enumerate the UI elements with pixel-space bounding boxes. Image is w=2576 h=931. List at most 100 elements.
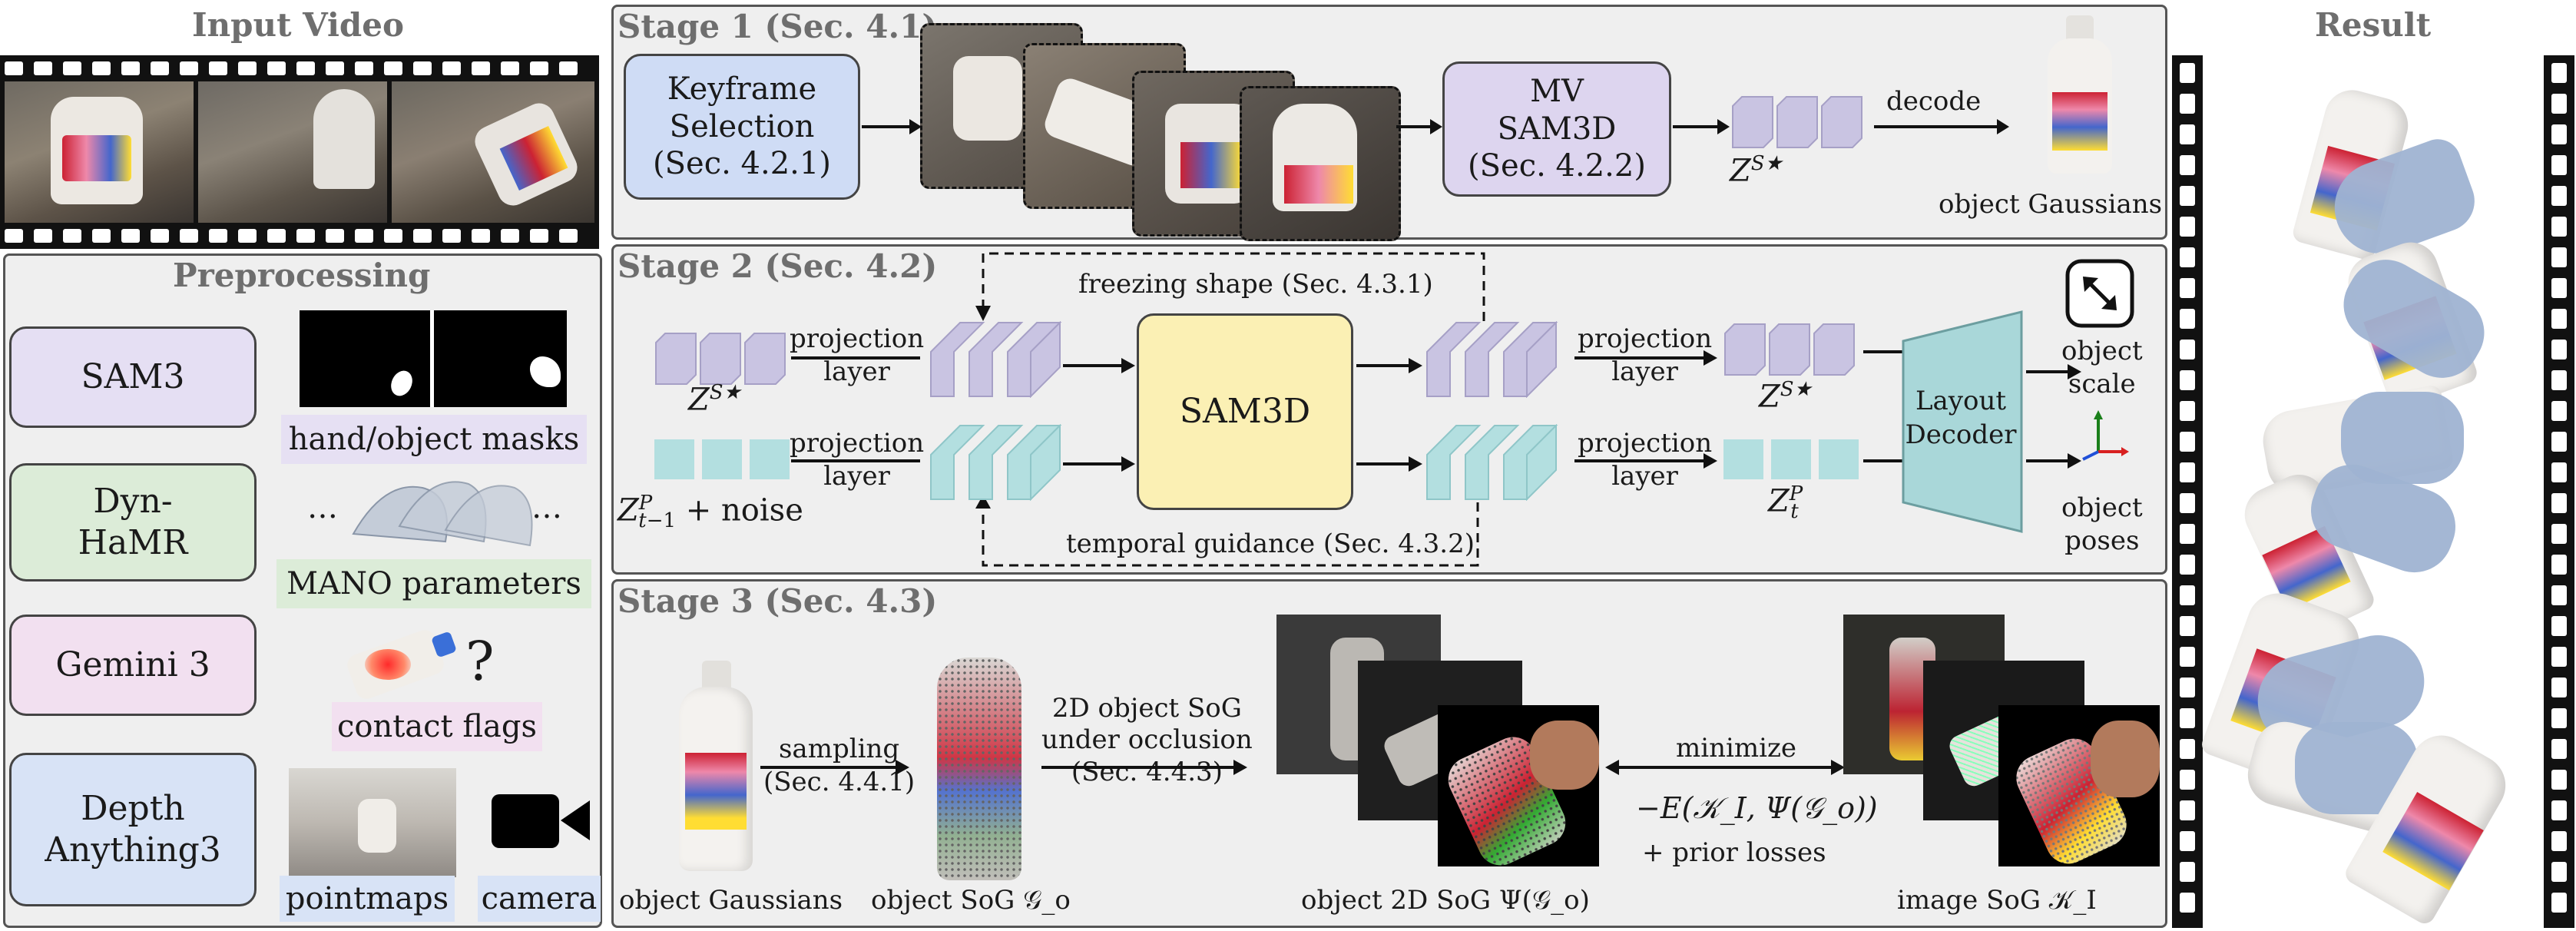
film-sprocket-hole [267,229,286,243]
tool-depth-anything3: Depth Anything3 [9,753,257,906]
film-sprocket-hole [2551,309,2567,329]
video-frame [198,81,387,223]
stage1-bottle-image [2043,15,2117,177]
film-sprocket-hole [296,61,315,75]
film-sprocket-hole [2551,493,2567,513]
film-sprocket-hole [2551,278,2567,298]
film-sprocket-hole [238,229,257,243]
frames-to-mvsam-arrow [1396,119,1442,134]
film-sprocket-hole [501,229,519,243]
minimize-label: minimize [1676,733,1797,764]
film-sprocket-hole [501,61,519,75]
video-frame [392,81,594,223]
film-sprocket-hole [2180,247,2195,267]
film-sprocket-hole [209,229,227,243]
stage3-sog-points-image [937,658,1021,880]
film-sprocket-hole [2180,432,2195,452]
image-sog-images [1843,615,2160,872]
film-sprocket-hole [2551,555,2567,575]
film-sprocket-hole [2551,155,2567,175]
film-sprocket-hole [2551,370,2567,390]
stage2-right-shape-slabs [1426,321,1558,398]
film-sprocket-hole [63,229,81,243]
stage2-pose-latent-input [654,439,793,481]
sam3d-out-arrows [1356,358,1422,472]
film-sprocket-hole [2551,340,2567,359]
projection-layer-bottom-right: projection layer [1578,428,1713,492]
object-2d-sog-label: object 2D SoG Ψ(𝒢_o) [1301,885,1590,916]
pose-axes-icon [2082,410,2129,461]
film-sprocket-hole [2551,401,2567,421]
stage1-shape-latent-tokens [1732,96,1862,148]
stage2-shape-input-label: ZS★ [688,381,741,418]
film-sprocket-hole [180,61,198,75]
mano-dots-left: … [307,490,338,525]
film-sprocket-hole [2551,124,2567,144]
film-sprocket-hole [121,61,140,75]
film-sprocket-hole [34,61,52,75]
stage1-object-gaussians-label: object Gaussians [1939,189,2163,220]
object-2d-sog-images [1276,615,1599,873]
film-sprocket-hole [2180,708,2195,728]
mv-sam3d-box: MV SAM3D (Sec. 4.2.2) [1442,61,1671,197]
stage2-to-sam3d-arrows [1063,358,1135,472]
decode-arrow [1874,119,2009,134]
result-hand-object-renders [2199,46,2544,929]
film-sprocket-hole [559,229,578,243]
projection-layer-top-right: projection layer [1578,323,1713,387]
layout-decoder-shape [1902,310,2023,533]
film-sprocket-hole [2180,647,2195,667]
film-sprocket-hole [2551,893,2567,913]
film-sprocket-hole [2551,217,2567,237]
contact-flags-label: contact flags [332,702,542,751]
film-sprocket-hole [2180,524,2195,544]
sampling-label: sampling (Sec. 4.4.1) [763,734,916,797]
film-sprocket-hole [2180,770,2195,790]
camera-label: camera [478,876,601,922]
film-sprocket-hole [2551,647,2567,667]
film-sprocket-hole [2180,555,2195,575]
film-sprocket-hole [530,229,548,243]
film-sprocket-hole [442,61,461,75]
energy-label: −E(𝒦_I, Ψ(𝒢_o)) [1636,791,1878,825]
stage3-title: Stage 3 (Sec. 4.3) [618,582,938,620]
stage2-left-projected-shape [930,321,1062,398]
film-sprocket-hole [63,61,81,75]
film-sprocket-hole [2180,739,2195,759]
film-sprocket-hole [2180,94,2195,114]
keyframe-to-frames-arrow [862,119,922,134]
film-sprocket-hole [151,229,169,243]
image-sog-label: image SoG 𝒦_I [1897,885,2097,916]
object-poses-label: object poses [2061,492,2143,556]
film-sprocket-hole [209,61,227,75]
hand-object-masks-label: hand/object masks [281,415,587,464]
stage1-latent-label: ZS★ [1730,152,1783,189]
film-sprocket-hole [384,61,402,75]
film-sprocket-hole [2180,585,2195,605]
sam3d-box: SAM3D [1137,313,1353,510]
scale-icon [2065,259,2134,328]
film-sprocket-hole [2551,524,2567,544]
film-sprocket-hole [472,61,490,75]
film-sprocket-hole [2180,401,2195,421]
film-sprocket-hole [2180,278,2195,298]
film-sprocket-hole [442,229,461,243]
film-sprocket-hole [2551,800,2567,820]
tool-dyn-hamr: Dyn- HaMR [9,463,257,581]
stage2-right-arrows [1574,350,1717,469]
film-sprocket-hole [180,229,198,243]
film-sprocket-hole [2551,862,2567,882]
stage2-pose-output-label: ZPt [1768,482,1803,524]
mano-hand-mesh-image [352,481,533,547]
film-sprocket-hole [2551,770,2567,790]
result-title: Result [2315,6,2432,44]
prior-losses-label: + prior losses [1642,837,1826,868]
film-sprocket-hole [2180,124,2195,144]
stage2-left-projected-pose [930,424,1062,501]
input-video-filmstrip [0,55,599,249]
stage2-shape-output-label: ZS★ [1759,378,1812,415]
result-film-right [2544,55,2574,928]
film-sprocket-hole [2551,739,2567,759]
projection-layer-top-left: projection layer [790,323,925,387]
temporal-guidance-label: temporal guidance (Sec. 4.3.2) [1066,528,1475,559]
